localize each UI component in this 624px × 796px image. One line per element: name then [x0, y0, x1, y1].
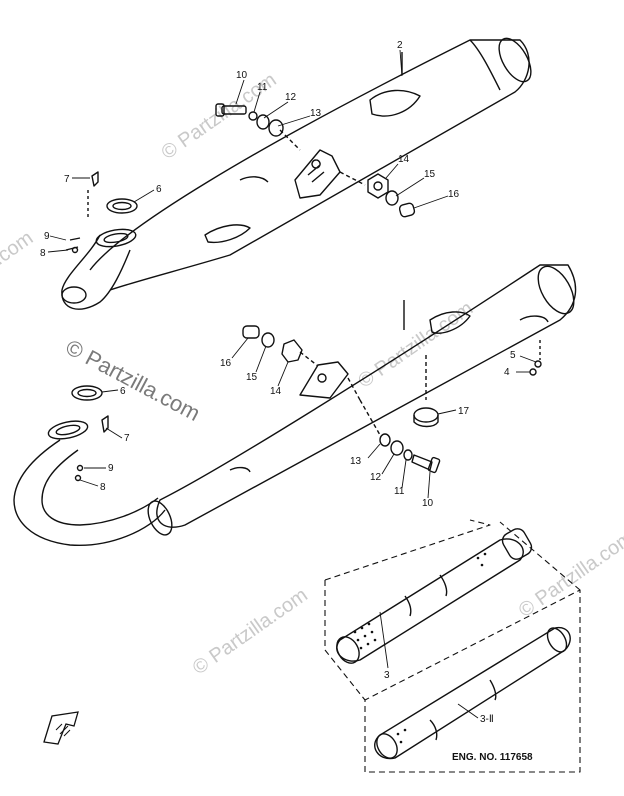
- bracket-upper: [294, 149, 341, 199]
- callout-3-ii: 3-Ⅱ: [480, 714, 494, 725]
- callout-labels: 2 10 11 12 13 14 15 16 7 6 9 8 16 15 14 …: [40, 40, 516, 725]
- grommet-17: [413, 407, 439, 423]
- callout-11: 11: [394, 486, 405, 497]
- callout-17: 17: [458, 406, 470, 417]
- callout-13: 13: [310, 108, 322, 119]
- baffle-3: [336, 528, 533, 664]
- callout-14: 14: [398, 154, 410, 165]
- watermark-text: © Partzilla.com: [189, 584, 312, 679]
- gasket-6-lower: [71, 385, 103, 401]
- callout-6: 6: [120, 386, 126, 397]
- callout-5: 5: [510, 350, 516, 361]
- watermark-text: © Partzilla.com: [0, 227, 37, 322]
- callout-2: 2: [397, 40, 403, 51]
- callout-3: 3: [384, 670, 390, 681]
- callout-8: 8: [100, 482, 106, 493]
- callout-7: 7: [64, 174, 70, 185]
- watermark-main: © Partzilla.com: [62, 334, 205, 426]
- baffle-inset-frame: [324, 519, 581, 773]
- callout-10: 10: [236, 70, 248, 81]
- lower-muffler: [13, 264, 577, 547]
- callout-8: 8: [40, 248, 46, 259]
- callout-16: 16: [448, 189, 460, 200]
- callout-12: 12: [370, 472, 382, 483]
- baffle-3-ii: [374, 626, 571, 760]
- callout-15: 15: [246, 372, 258, 383]
- upper-muffler: [61, 37, 532, 310]
- bolt-10-lower: [411, 454, 433, 471]
- callout-13: 13: [350, 456, 362, 467]
- engine-number: ENG. NO. 117658: [452, 752, 533, 763]
- callout-7: 7: [124, 433, 130, 444]
- watermark-layer: © Partzilla.com © Partzilla.com © Partzi…: [0, 69, 624, 680]
- callout-9: 9: [108, 463, 114, 474]
- callout-14: 14: [270, 386, 282, 397]
- nut-14-upper: [367, 173, 389, 199]
- bracket-lower: [299, 361, 349, 399]
- bolt-10-upper: [221, 105, 247, 115]
- callout-15: 15: [424, 169, 436, 180]
- callout-10: 10: [422, 498, 434, 509]
- callout-6: 6: [156, 184, 162, 195]
- spacer-16-lower: [242, 325, 260, 339]
- gasket-6-upper: [106, 198, 138, 214]
- callout-16: 16: [220, 358, 232, 369]
- callout-12: 12: [285, 92, 297, 103]
- callout-9: 9: [44, 231, 50, 242]
- watermark-text: © Partzilla.com: [515, 527, 624, 622]
- callout-11: 11: [257, 82, 268, 93]
- callout-4: 4: [504, 367, 510, 378]
- front-direction-arrow-icon: [43, 711, 79, 745]
